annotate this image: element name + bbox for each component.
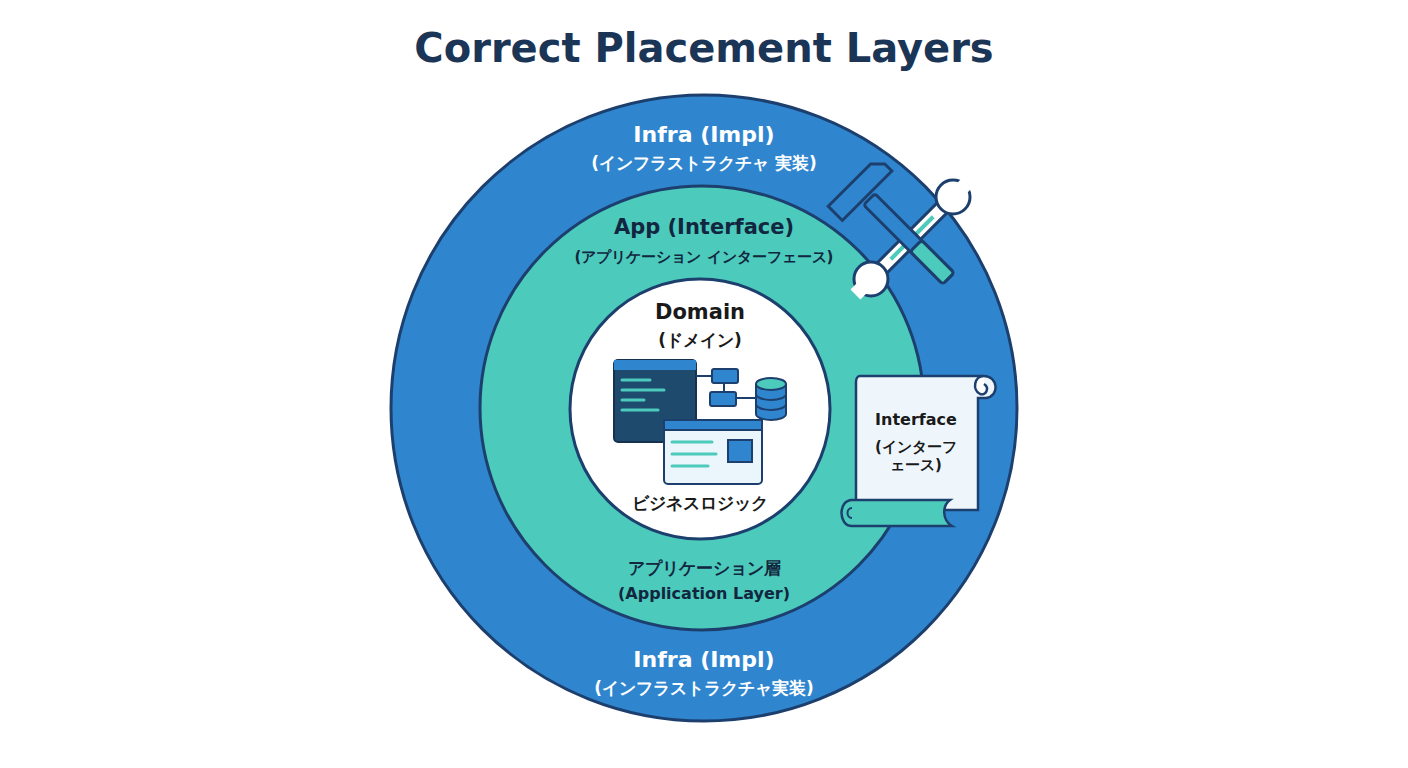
node-text: (Application Layer): [524, 584, 884, 603]
interface-scroll: Interface (インターフェース): [838, 370, 1000, 530]
node-text: (インフラストラクチャ実装): [444, 678, 964, 698]
infra-ring: Domain (ドメイン) ビジネスロジック App (Interface) (アプリケ…: [389, 93, 1019, 723]
diagram-title: Correct Placement Layers: [0, 24, 1408, 72]
layer-circle: [570, 279, 830, 539]
domain-core: Domain (ドメイン) ビジネスロジック: [568, 277, 832, 541]
node-text: ビジネスロジック: [590, 493, 810, 513]
node-text: (インフラストラクチャ 実装): [444, 153, 964, 173]
node-heading: Domain: [590, 300, 810, 325]
layer-circle: [391, 95, 1017, 721]
scroll-curl: [975, 376, 987, 394]
node-heading: Infra (Impl): [444, 122, 964, 148]
scroll-roll: [842, 500, 953, 526]
node-text: (ドメイン): [590, 330, 810, 350]
scroll-roll-edge: [848, 508, 853, 518]
node-text: アプリケーション層: [524, 558, 884, 578]
node-text: (インターフェース): [870, 438, 962, 474]
node-text: Infra (Impl): [444, 647, 964, 673]
node-text: (アプリケーション インターフェース): [504, 248, 904, 266]
scroll-sheet: [856, 376, 996, 510]
node-heading: Interface: [861, 410, 971, 429]
node-heading: App (Interface): [504, 215, 904, 240]
